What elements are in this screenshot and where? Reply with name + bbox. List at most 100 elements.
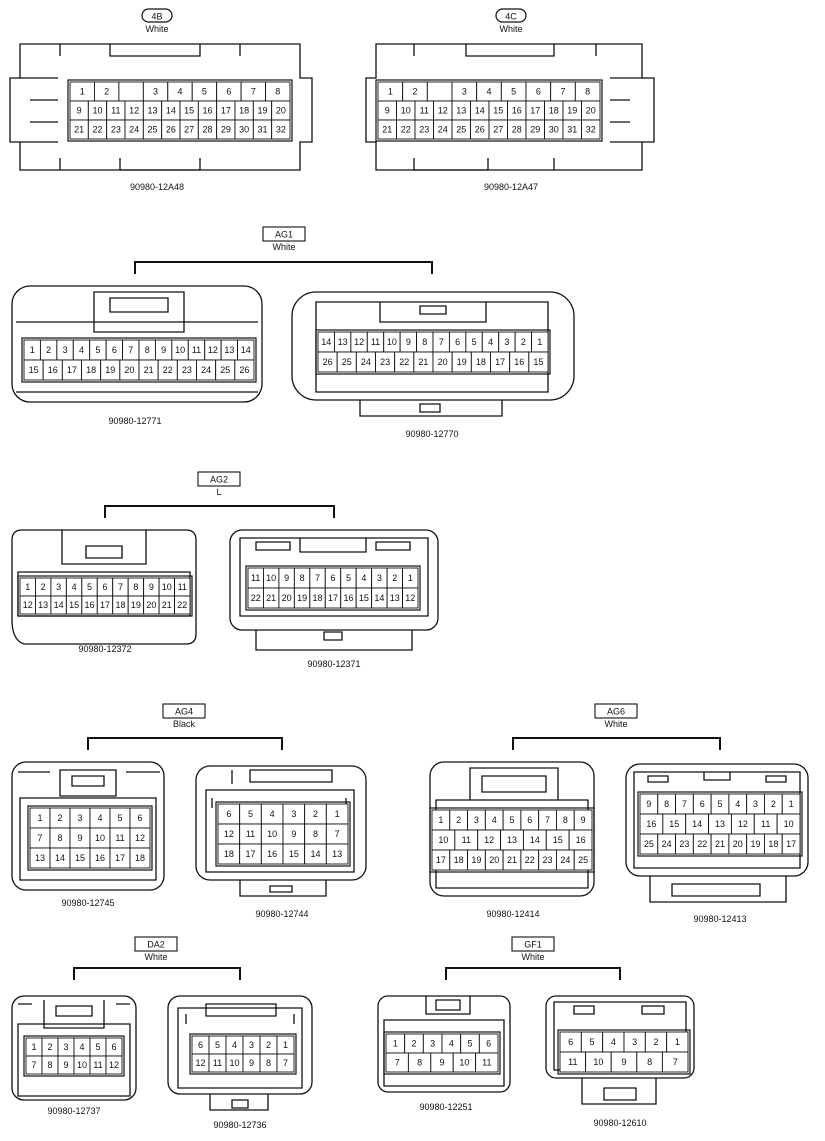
- pin-number: 20: [489, 855, 499, 865]
- pin-number: 2: [412, 87, 417, 97]
- pin-number: 16: [646, 819, 656, 829]
- pin-number: 18: [86, 365, 96, 375]
- connector-shell: [229, 529, 439, 631]
- pin-number: 18: [224, 849, 234, 859]
- pin-number: 3: [377, 573, 382, 583]
- cavity-frame: [375, 79, 603, 142]
- body-detail: [359, 400, 503, 417]
- pin-number: 14: [310, 849, 320, 859]
- pin-number: 9: [249, 1058, 254, 1068]
- pin-number: 7: [335, 829, 340, 839]
- pin-number: 11: [93, 1060, 102, 1070]
- pin-number: 19: [457, 357, 467, 367]
- pin-number: 17: [328, 593, 338, 603]
- cavity-frame: [23, 1035, 125, 1077]
- pin-number: 6: [330, 573, 335, 583]
- pin-number: 5: [202, 87, 207, 97]
- pin-number: 15: [69, 600, 79, 610]
- pin-number: 28: [202, 125, 212, 135]
- pin-number: 24: [361, 357, 371, 367]
- pin-number: 2: [456, 815, 461, 825]
- body-detail: [209, 1094, 269, 1111]
- cavity-frame: [215, 801, 351, 867]
- pin-number: 10: [162, 582, 172, 592]
- pin-number: 4: [232, 1040, 237, 1050]
- pin-number: 9: [63, 1060, 68, 1070]
- part-number: 90980-12744: [255, 909, 308, 919]
- pin-number: 13: [456, 106, 466, 116]
- pin-number: 18: [454, 855, 464, 865]
- pin-number: 9: [77, 106, 82, 116]
- pin-number: 9: [291, 829, 296, 839]
- pin-number: 7: [37, 833, 42, 843]
- part-number: 90980-12745: [61, 898, 114, 908]
- pin-number: 21: [162, 600, 172, 610]
- pin-number: 14: [54, 600, 64, 610]
- pin-number: 20: [146, 600, 156, 610]
- pin-number: 3: [291, 809, 296, 819]
- pin-number: 13: [338, 337, 348, 347]
- pin-number: 3: [474, 815, 479, 825]
- pin-number: 12: [405, 593, 415, 603]
- pin-number: 11: [178, 582, 187, 592]
- pin-number: 6: [102, 582, 107, 592]
- pin-number: 23: [182, 365, 192, 375]
- pin-number: 15: [184, 106, 194, 116]
- group-code: DA2: [147, 940, 165, 950]
- connector-shell: [167, 995, 313, 1095]
- group-tag-AG2: [197, 471, 241, 487]
- pin-number: 8: [47, 1060, 52, 1070]
- pin-number: 7: [560, 87, 565, 97]
- body-detail: [413, 44, 597, 171]
- pin-number: 13: [332, 849, 342, 859]
- pin-number: 16: [48, 365, 58, 375]
- pin-number: 9: [406, 337, 411, 347]
- pin-number: 16: [512, 106, 522, 116]
- pin-number: 7: [251, 87, 256, 97]
- pin-number: 5: [717, 799, 722, 809]
- cavity-frame: [245, 565, 421, 611]
- pin-number: 1: [80, 87, 85, 97]
- pin-number: 9: [439, 1058, 444, 1068]
- pin-number: 16: [267, 849, 277, 859]
- body-detail: [17, 1000, 131, 1097]
- pin-number: 7: [545, 815, 550, 825]
- pin-number: 6: [112, 345, 117, 355]
- pin-number: 6: [455, 337, 460, 347]
- pin-number: 27: [184, 125, 194, 135]
- pin-number: 1: [283, 1040, 288, 1050]
- pin-number: 2: [771, 799, 776, 809]
- pin-number: 16: [85, 600, 95, 610]
- body-detail: [649, 876, 787, 903]
- group-code: AG2: [210, 475, 228, 485]
- pin-number: 18: [239, 106, 249, 116]
- part-number: 90980-12770: [405, 429, 458, 439]
- connector-shell: [11, 761, 165, 891]
- pin-number: 5: [589, 1037, 594, 1047]
- pin-number: 20: [438, 357, 448, 367]
- pin-number: 4: [492, 815, 497, 825]
- pin-number: 4: [735, 799, 740, 809]
- group-bracket: [87, 737, 283, 750]
- pin-cell: [475, 1052, 499, 1073]
- part-number: 90980-12372: [78, 644, 131, 654]
- cavity-frame: [315, 329, 551, 375]
- pin-number: 5: [346, 573, 351, 583]
- pin-number: 19: [751, 839, 761, 849]
- pin-number: 7: [673, 1057, 678, 1067]
- pin-number: 3: [77, 813, 82, 823]
- pin-number: 8: [300, 573, 305, 583]
- pin-number: 11: [192, 345, 201, 355]
- pin-number: 21: [266, 593, 276, 603]
- pin-number: 12: [738, 819, 748, 829]
- connector-shell: [625, 763, 809, 877]
- pin-number: 14: [55, 853, 65, 863]
- pin-number: 6: [226, 87, 231, 97]
- pin-number: 6: [568, 1037, 573, 1047]
- pin-number: 19: [131, 600, 141, 610]
- pin-number: 11: [213, 1058, 222, 1068]
- pin-number: 17: [786, 839, 796, 849]
- pin-number: 22: [697, 839, 707, 849]
- pin-number: 30: [239, 125, 249, 135]
- pin-number: 24: [129, 125, 139, 135]
